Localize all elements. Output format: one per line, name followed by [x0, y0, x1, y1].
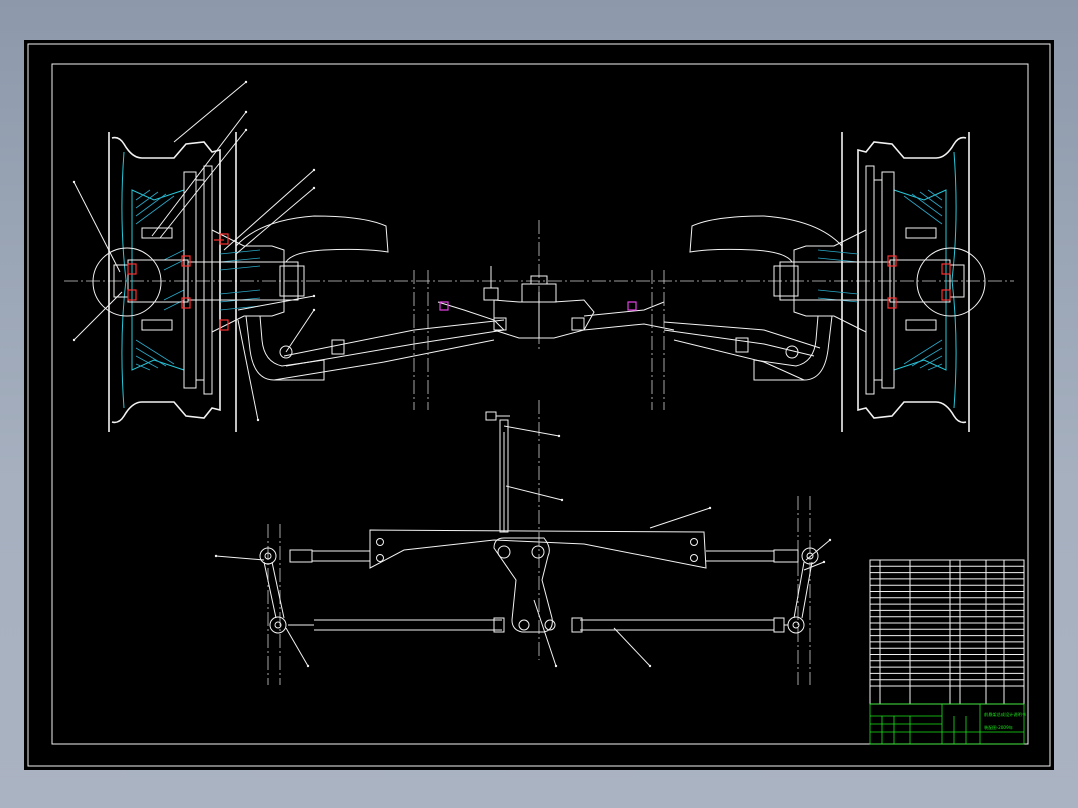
right-tie-rod: [663, 321, 821, 381]
title-line-2: 装配图-2009年: [984, 724, 1013, 731]
left-knuckle-arm: [235, 215, 389, 381]
right-wheel-hub: [689, 132, 986, 432]
assembly-drawing: 前悬架总成设计说明书 装配图-2009年: [27, 43, 1051, 767]
outer-border: [27, 43, 1051, 767]
center-bracket: [483, 266, 675, 339]
leader-lines: [73, 81, 831, 667]
leader-dots: [72, 80, 832, 668]
left-wheel-hub: [92, 132, 305, 432]
linkage-plan-view: [259, 411, 819, 685]
guide-lines: [413, 270, 665, 410]
parts-list: [869, 559, 1025, 705]
inner-border: [51, 63, 1029, 745]
title-line-1: 前悬架总成设计说明书: [984, 711, 1026, 718]
title-block: 前悬架总成设计说明书 装配图-2009年: [869, 703, 1026, 745]
left-tie-rod: [273, 301, 505, 381]
drawing-sheet: 前悬架总成设计说明书 装配图-2009年: [24, 40, 1054, 770]
